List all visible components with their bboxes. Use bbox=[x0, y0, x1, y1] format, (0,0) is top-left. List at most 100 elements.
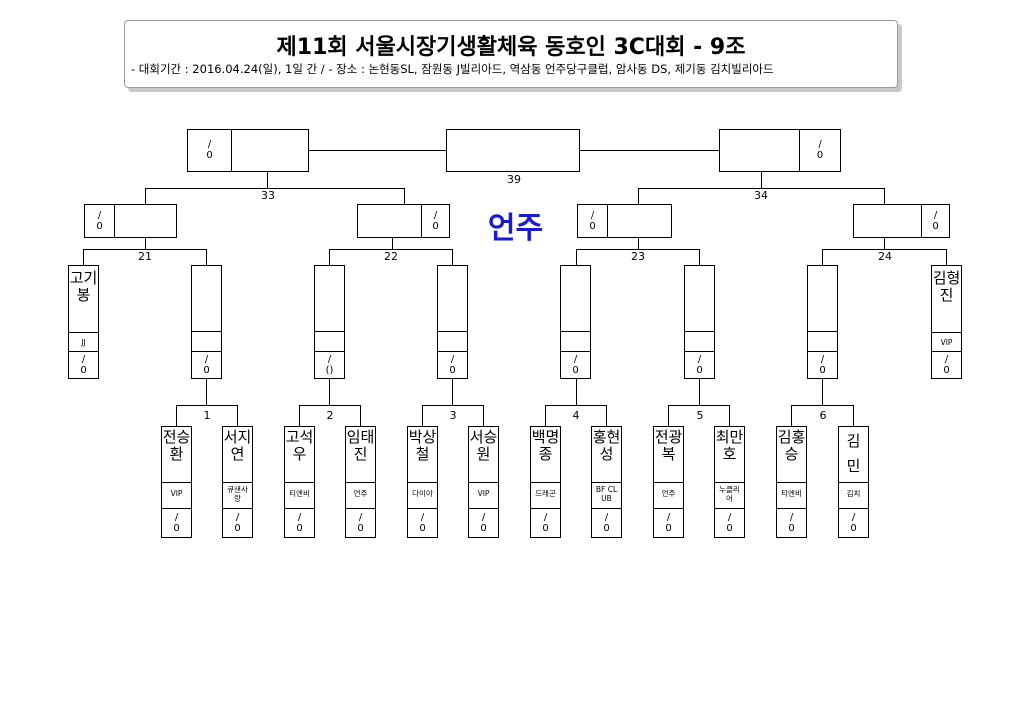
bracket-line bbox=[83, 249, 207, 250]
bracket-line bbox=[580, 150, 720, 151]
player-score: /0 bbox=[542, 512, 549, 534]
match-number-1: 1 bbox=[203, 409, 211, 422]
player-name: 홍현성 bbox=[592, 428, 621, 463]
page-subtitle: - 대회기간 : 2016.04.24(일), 1일 간 / - 장소 : 논현… bbox=[131, 62, 774, 76]
divider bbox=[408, 482, 437, 483]
divider bbox=[162, 508, 191, 509]
player-score: /0 bbox=[603, 512, 610, 534]
player-club: 언주 bbox=[353, 489, 368, 498]
divider bbox=[192, 351, 221, 352]
player-score: /0 bbox=[572, 354, 579, 376]
bracket-line bbox=[309, 150, 447, 151]
player-score: /0 bbox=[819, 354, 826, 376]
player-name: 고석우 bbox=[285, 428, 314, 463]
player-score: /0 bbox=[449, 354, 456, 376]
bracket-line bbox=[145, 188, 146, 205]
player-name: 서승원 bbox=[469, 428, 498, 463]
bracket-line bbox=[884, 238, 885, 250]
divider bbox=[685, 331, 714, 332]
qf-slot-box: /0 bbox=[191, 265, 222, 379]
bracket-line bbox=[761, 172, 762, 189]
bracket-line bbox=[822, 249, 823, 266]
bracket-line bbox=[422, 405, 423, 427]
bracket-line bbox=[145, 238, 146, 250]
divider bbox=[932, 351, 961, 352]
qf-slot-box: /0 bbox=[437, 265, 468, 379]
qf-slot-box: /0 bbox=[807, 265, 838, 379]
bracket-line bbox=[422, 405, 484, 406]
divider bbox=[469, 508, 498, 509]
match-number-6: 6 bbox=[819, 409, 827, 422]
divider bbox=[839, 482, 868, 483]
semi-22-box: /0 bbox=[357, 204, 450, 238]
qf-slot-box: /() bbox=[314, 265, 345, 379]
divider bbox=[715, 482, 744, 483]
player-name: 최만호 bbox=[715, 428, 744, 463]
bracket-line bbox=[729, 405, 730, 427]
player-score: /0 bbox=[788, 512, 795, 534]
divider bbox=[561, 351, 590, 352]
divider bbox=[839, 508, 868, 509]
divider bbox=[69, 351, 98, 352]
semi-21-score: /0 bbox=[96, 210, 103, 232]
match-number-33: 33 bbox=[261, 189, 275, 202]
semi-21-box: /0 bbox=[84, 204, 177, 238]
player-name: 전승환 bbox=[162, 428, 191, 463]
semi-23-box: /0 bbox=[577, 204, 672, 238]
divider bbox=[531, 482, 560, 483]
semi-24-score: /0 bbox=[932, 210, 939, 232]
match-number-34: 34 bbox=[754, 189, 768, 202]
bracket-line bbox=[483, 405, 484, 427]
player-name: 백명종 bbox=[531, 428, 560, 463]
divider bbox=[531, 508, 560, 509]
bracket-line bbox=[946, 249, 947, 266]
match-number-22: 22 bbox=[384, 250, 398, 263]
bracket-line bbox=[699, 249, 700, 266]
player-name: 박상철 bbox=[408, 428, 437, 463]
divider bbox=[715, 508, 744, 509]
bracket-line bbox=[699, 379, 700, 406]
divider bbox=[315, 351, 344, 352]
semi-24-box: /0 bbox=[853, 204, 950, 238]
match-number-21: 21 bbox=[138, 250, 152, 263]
bracket-line bbox=[545, 405, 546, 427]
final-right-box: /0 bbox=[719, 129, 841, 172]
player-score: /0 bbox=[234, 512, 241, 534]
final-left-score: /0 bbox=[206, 139, 213, 161]
player-box: 홍현성 BF CLUB/0 bbox=[591, 426, 622, 538]
player-name: 고기봉 bbox=[69, 269, 98, 304]
match-number-24: 24 bbox=[878, 250, 892, 263]
player-score: /0 bbox=[943, 354, 950, 376]
bracket-line bbox=[884, 188, 885, 205]
bracket-line bbox=[606, 405, 607, 427]
bracket-line bbox=[822, 379, 823, 406]
player-score: /0 bbox=[696, 354, 703, 376]
divider bbox=[408, 508, 437, 509]
divider bbox=[438, 331, 467, 332]
bracket-line bbox=[206, 249, 207, 266]
player-club: BF CLUB bbox=[595, 485, 618, 503]
player-name: 서지연 bbox=[223, 428, 252, 463]
player-club: 누클리어 bbox=[719, 485, 740, 503]
player-name: 임태진 bbox=[346, 428, 375, 463]
page-title: 제11회 서울시장기생활체육 동호인 3C대회 - 9조 bbox=[276, 35, 746, 60]
bracket-line bbox=[299, 405, 300, 427]
semi-22-score: /0 bbox=[432, 210, 439, 232]
bracket-line bbox=[176, 405, 177, 427]
bracket-line bbox=[822, 249, 947, 250]
divider bbox=[654, 508, 683, 509]
bracket-line bbox=[576, 249, 577, 266]
bracket-line bbox=[791, 405, 854, 406]
divider bbox=[285, 508, 314, 509]
divider bbox=[808, 351, 837, 352]
